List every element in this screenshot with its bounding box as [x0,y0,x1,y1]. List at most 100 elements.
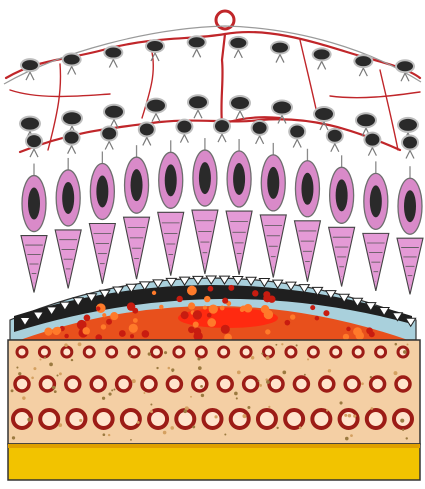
ganglion-cell [314,49,330,59]
speckle-dot [406,437,408,439]
photoreceptor-nucleus [131,169,143,201]
blood-vessel [330,92,420,98]
bipolar-cell [102,127,116,139]
photoreceptor-nucleus [199,162,211,194]
yellow-bottom-band [8,444,420,480]
vessel-ring [340,410,358,428]
ganglion-cell-dendrite [152,114,160,122]
speckle-dot [148,352,151,355]
speckle-dot [168,367,171,370]
photoreceptor-nucleus [404,190,416,222]
speckle-dot [27,418,31,422]
bipolar-cell [215,120,229,132]
speckle-dot [407,343,409,345]
vessel-ring [376,347,386,357]
speckle-dot [164,351,167,354]
choroid-cell [222,298,228,304]
choroid-cell [353,327,362,336]
speckle-dot [108,393,111,396]
bipolar-cell [403,136,417,148]
bipolar-cell-dendrite [180,135,188,143]
speckle-dot [16,367,18,369]
vessel-ring [62,347,72,357]
speckle-dot [361,382,364,385]
vessel-ring [15,377,29,391]
choroid-cell [96,306,100,310]
ganglion-cell-dendrite [276,55,284,63]
choroid-cell [346,327,351,332]
speckle-dot [281,343,283,345]
speckle-dot [58,423,62,427]
vessel-ring [67,410,85,428]
photoreceptor-nucleus [96,175,108,207]
choroid-cell [188,302,195,309]
speckle-dot [258,380,260,382]
speckle-dot [224,434,226,436]
speckle-dot [251,356,254,359]
bipolar-cell-dendrite [406,150,414,158]
choroid-cell [177,296,183,302]
ganglion-cell-dendrite [194,110,202,118]
bipolar-cell-dendrite [68,146,76,154]
choroid-cell [244,304,253,313]
speckle-dot [395,343,398,346]
speckle-dot [108,434,110,436]
choroid-cell [310,305,315,310]
ganglion-cell [189,37,205,47]
ganglion-cell [105,48,121,58]
choroid-cell [152,291,156,295]
speckle-dot [31,376,34,379]
ganglion-cell [399,119,417,131]
ganglion-cell [230,38,246,48]
speckle-dot [132,379,136,383]
choroid-cell [54,327,61,334]
vessel-ring [167,377,181,391]
speckle-dot [371,407,374,410]
speckle-dot [52,386,56,390]
speckle-dot [400,419,404,423]
choroid-cell [209,304,218,313]
photoreceptor-layer [21,138,423,294]
vessel-ring [122,410,140,428]
speckle-dot [276,427,278,429]
choroid-cell [220,306,225,311]
vessel-ring [218,377,232,391]
speckle-dot [44,357,46,359]
photoreceptor-nucleus [233,163,245,195]
vessel-ring [219,347,229,357]
speckle-dot [296,344,298,346]
speckle-dot [261,353,263,355]
bipolar-cell-dendrite [218,134,226,142]
choroid-cell [203,306,207,310]
vessel-ring [91,377,105,391]
speckle-dot [326,409,328,411]
speckle-dot [275,344,277,346]
speckle-dot [353,415,356,418]
speckle-dot [237,370,241,374]
speckle-dot [137,421,140,424]
vessel-ring [345,377,359,391]
speckle-dot [348,414,351,417]
speckle-dot [236,397,238,399]
vessel-ring [286,347,296,357]
choroid-cell [204,296,210,302]
choroid-cell [132,308,138,314]
photoreceptor-nucleus [370,185,382,217]
speckle-dot [143,392,145,394]
bipolar-cell [27,135,41,147]
speckle-dot [304,374,306,376]
vessel-ring [107,347,117,357]
choroid-cell [82,327,90,335]
vessel-ring [84,347,94,357]
ganglion-cell-dendrite [68,66,76,74]
vessel-ring [294,377,308,391]
bipolar-cell-dendrite [105,141,113,149]
bipolar-cell [328,130,342,142]
vessel-ring [142,377,156,391]
speckle-dot [171,368,174,371]
vessel-ring [95,410,113,428]
speckle-dot [198,366,202,370]
bipolar-cell [290,126,304,138]
vessel-ring [331,347,341,357]
ganglion-cell-dendrite [26,72,34,80]
